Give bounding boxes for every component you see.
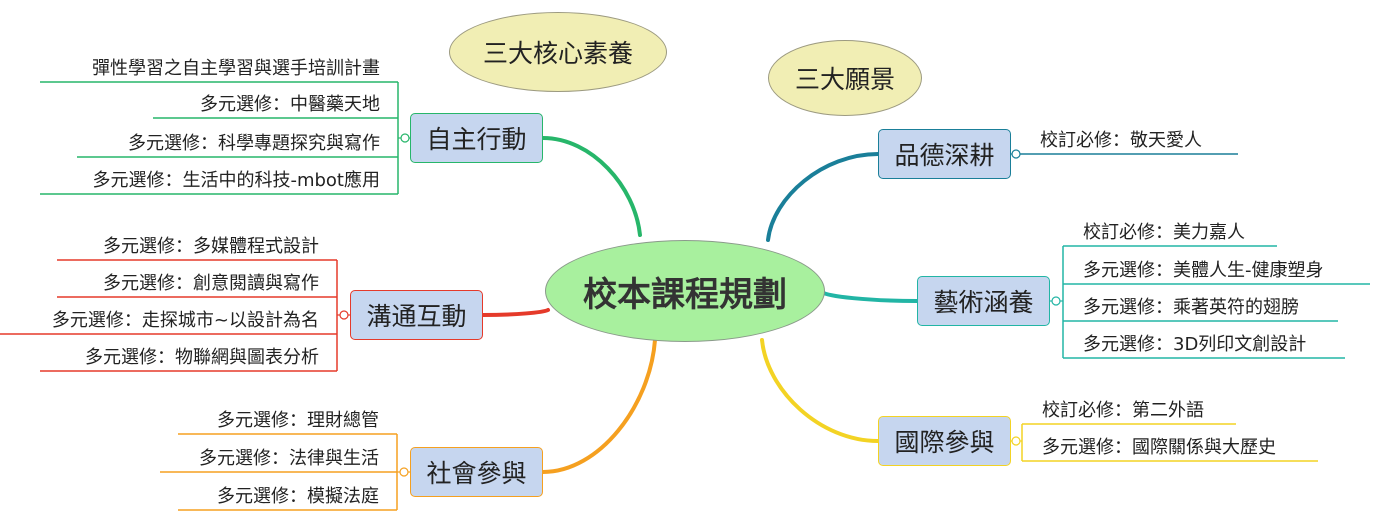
collapse-toggle-icon[interactable] bbox=[1011, 436, 1021, 446]
branch-connector-arts bbox=[820, 290, 919, 303]
branch-self-action[interactable]: 自主行動 bbox=[410, 113, 543, 163]
vision-tag: 三大願景 bbox=[768, 40, 922, 116]
branch-international[interactable]: 國際參與 bbox=[878, 416, 1011, 466]
branch-connector-social-participation bbox=[541, 338, 657, 474]
leaf-topic[interactable]: 多元選修：走探城市~以設計為名 bbox=[51, 310, 319, 331]
leaf-topic[interactable]: 校訂必修：敬天愛人 bbox=[1040, 130, 1202, 151]
leaf-topic[interactable]: 多元選修：國際關係與大歷史 bbox=[1042, 437, 1276, 458]
central-topic[interactable]: 校本課程規劃 bbox=[545, 240, 825, 342]
leaf-topic[interactable]: 校訂必修：美力嘉人 bbox=[1083, 222, 1245, 243]
branch-communication[interactable]: 溝通互動 bbox=[350, 290, 483, 340]
core-competencies-tag: 三大核心素養 bbox=[449, 12, 667, 92]
branch-connector-character bbox=[766, 152, 880, 242]
branch-connector-communication bbox=[481, 308, 550, 317]
collapse-toggle-icon[interactable] bbox=[1051, 296, 1061, 306]
leaf-topic[interactable]: 多元選修：多媒體程式設計 bbox=[103, 236, 319, 257]
leaf-topic[interactable]: 多元選修：3D列印文創設計 bbox=[1083, 334, 1307, 355]
branch-character[interactable]: 品德深耕 bbox=[878, 129, 1011, 179]
leaf-topic[interactable]: 多元選修：生活中的科技-mbot應用 bbox=[92, 170, 380, 191]
leaf-topic[interactable]: 多元選修：法律與生活 bbox=[199, 448, 379, 469]
collapse-toggle-icon[interactable] bbox=[400, 133, 410, 143]
leaf-topic[interactable]: 彈性學習之自主學習與選手培訓計畫 bbox=[92, 58, 380, 79]
leaf-topic[interactable]: 多元選修：乘著英符的翅膀 bbox=[1083, 297, 1299, 318]
leaf-topic[interactable]: 多元選修：創意閱讀與寫作 bbox=[103, 273, 319, 294]
leaf-topic[interactable]: 多元選修：模擬法庭 bbox=[217, 486, 379, 507]
collapse-toggle-icon[interactable] bbox=[1011, 149, 1021, 159]
leaf-topic[interactable]: 多元選修：物聯網與圖表分析 bbox=[85, 347, 319, 368]
collapse-toggle-icon[interactable] bbox=[339, 310, 349, 320]
branch-connector-international bbox=[760, 338, 880, 443]
collapse-toggle-icon[interactable] bbox=[399, 467, 409, 477]
leaf-topic[interactable]: 多元選修：美體人生-健康塑身 bbox=[1083, 260, 1324, 281]
branch-social-participation[interactable]: 社會參與 bbox=[410, 447, 543, 497]
branch-connector-self-action bbox=[541, 136, 642, 237]
leaf-topic[interactable]: 多元選修：科學專題探究與寫作 bbox=[128, 133, 380, 154]
leaf-topic[interactable]: 多元選修：理財總管 bbox=[217, 410, 379, 431]
leaf-topic[interactable]: 多元選修：中醫藥天地 bbox=[200, 94, 380, 115]
leaf-topic[interactable]: 校訂必修：第二外語 bbox=[1042, 400, 1204, 421]
branch-arts[interactable]: 藝術涵養 bbox=[917, 276, 1050, 326]
